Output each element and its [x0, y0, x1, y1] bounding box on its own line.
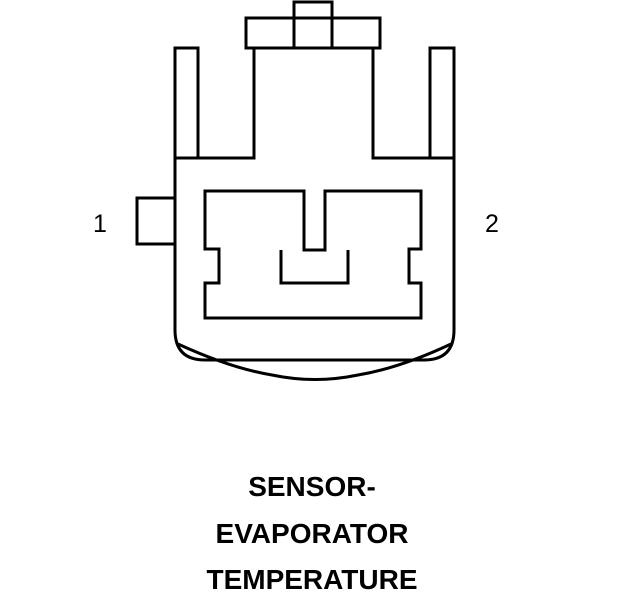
connector-body	[173, 46, 456, 362]
connector-bottom-cap	[177, 342, 452, 381]
connector-right-latch	[428, 46, 456, 160]
connector-left-latch	[173, 46, 200, 160]
connector-top-key-nub	[292, 0, 334, 50]
connector-side-tab	[135, 196, 177, 246]
terminal-cavity-divider	[279, 250, 350, 285]
pin-2-label: 2	[485, 210, 499, 238]
component-name-line-3: TEMPERATURE	[206, 564, 418, 595]
pin-1-label: 1	[93, 210, 107, 238]
terminal-cavity	[203, 189, 423, 320]
component-name-line-1: SENSOR-	[248, 471, 376, 502]
connector-top-key	[244, 16, 382, 50]
component-name-line-2: EVAPORATOR	[215, 518, 409, 549]
